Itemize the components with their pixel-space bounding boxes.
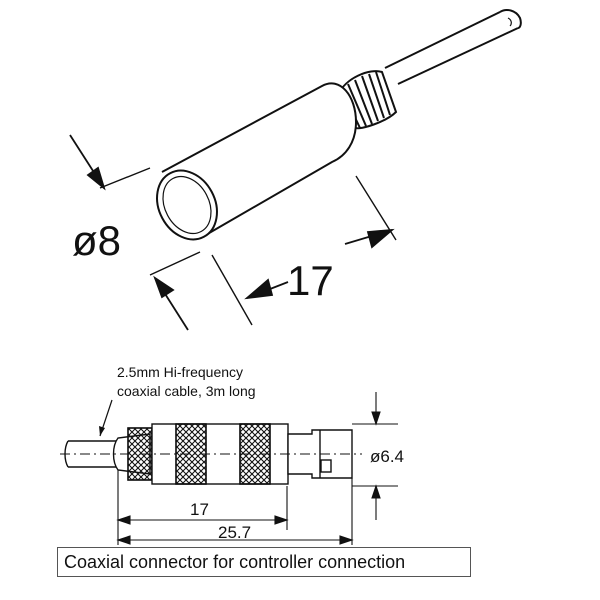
caption-text: Coaxial connector for controller connect… xyxy=(64,552,406,572)
sensor-cable xyxy=(384,9,522,85)
sensor-length-arrows xyxy=(244,228,395,300)
cable-note-line-1: 2.5mm Hi-frequency xyxy=(117,364,243,380)
caption-box: Coaxial connector for controller connect… xyxy=(57,547,471,577)
connector-inner-length-label: 17 xyxy=(190,500,209,519)
connector-side-view xyxy=(60,392,398,545)
cable-note-line-2: coaxial cable, 3m long xyxy=(117,383,256,399)
connector-cable xyxy=(64,440,118,468)
sensor-length-label: 17 xyxy=(287,257,334,304)
connector-diameter-label: ø6.4 xyxy=(370,447,404,466)
sensor-diameter-arrows xyxy=(69,134,189,331)
sensor-isometric xyxy=(69,9,522,331)
connector-total-length-label: 25.7 xyxy=(218,523,251,542)
connector-length-dimensions xyxy=(116,470,354,545)
sensor-body xyxy=(156,82,358,241)
sensor-diameter-label: ø8 xyxy=(72,217,121,264)
connector-diameter-dimension xyxy=(352,392,398,520)
